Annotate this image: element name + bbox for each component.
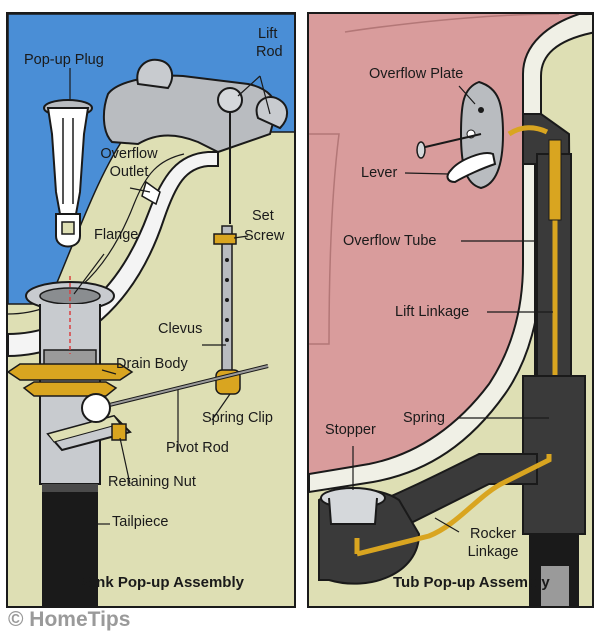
faucet-handle-left bbox=[136, 58, 174, 90]
label-drain-body: Drain Body bbox=[116, 356, 188, 372]
lift-rod-knob bbox=[217, 87, 243, 113]
pivot-ball bbox=[81, 393, 111, 423]
faucet-handle-right bbox=[255, 96, 288, 130]
sink-assembly-illustration bbox=[8, 14, 294, 606]
overflow-outlet bbox=[141, 180, 161, 206]
label-clevis: Clevus bbox=[158, 321, 203, 337]
set-screw bbox=[213, 233, 237, 245]
faucet-body bbox=[102, 74, 278, 154]
label-lift-linkage: Lift Linkage bbox=[395, 304, 470, 320]
label-lift-rod-line1: Lift bbox=[258, 26, 278, 42]
retaining-nut bbox=[22, 381, 118, 397]
label-rocker-linkage-line1: Rocker bbox=[470, 526, 516, 542]
tub-assembly-illustration bbox=[309, 14, 592, 606]
rocker-linkage bbox=[356, 454, 552, 557]
label-overflow-outlet-line2: Outlet bbox=[109, 164, 149, 180]
overflow-screw bbox=[420, 133, 482, 149]
sink-caption: Sink Pop-up Assembly bbox=[82, 574, 244, 591]
sink-leader-lines bbox=[69, 68, 271, 525]
copyright-watermark: © HomeTips bbox=[8, 608, 131, 631]
label-stopper: Stopper bbox=[325, 422, 376, 438]
label-set-screw-line1: Set bbox=[252, 208, 274, 224]
label-overflow-outlet-line1: Overflow bbox=[100, 146, 158, 162]
tub-caption: Tub Pop-up Assembly bbox=[393, 574, 550, 591]
gasket bbox=[8, 363, 134, 381]
sink-popup-panel: Pop-up Plug Lift Rod Overflow Outlet Fla… bbox=[6, 12, 296, 608]
label-overflow-plate: Overflow Plate bbox=[369, 66, 464, 82]
label-spring-clip: Spring Clip bbox=[202, 410, 273, 426]
label-popup-plug: Pop-up Plug bbox=[24, 52, 104, 68]
label-set-screw-line2: Screw bbox=[244, 228, 285, 244]
label-spring: Spring bbox=[403, 410, 445, 426]
tub-leader-lines bbox=[352, 85, 553, 533]
label-lever: Lever bbox=[361, 165, 398, 181]
label-rocker-linkage-line2: Linkage bbox=[467, 544, 519, 560]
label-tailpiece: Tailpiece bbox=[112, 514, 169, 530]
label-lift-rod-line2: Rod bbox=[256, 44, 283, 60]
label-retaining-nut: Retaining Nut bbox=[108, 474, 196, 490]
label-overflow-tube: Overflow Tube bbox=[343, 233, 437, 249]
tub-interior bbox=[309, 14, 579, 474]
label-flange: Flange bbox=[94, 227, 139, 243]
label-pivot-rod: Pivot Rod bbox=[166, 440, 229, 456]
lever bbox=[446, 152, 497, 184]
tub-popup-panel: Overflow Plate Lever Overflow Tube Lift … bbox=[307, 12, 594, 608]
tailpiece bbox=[42, 484, 98, 606]
